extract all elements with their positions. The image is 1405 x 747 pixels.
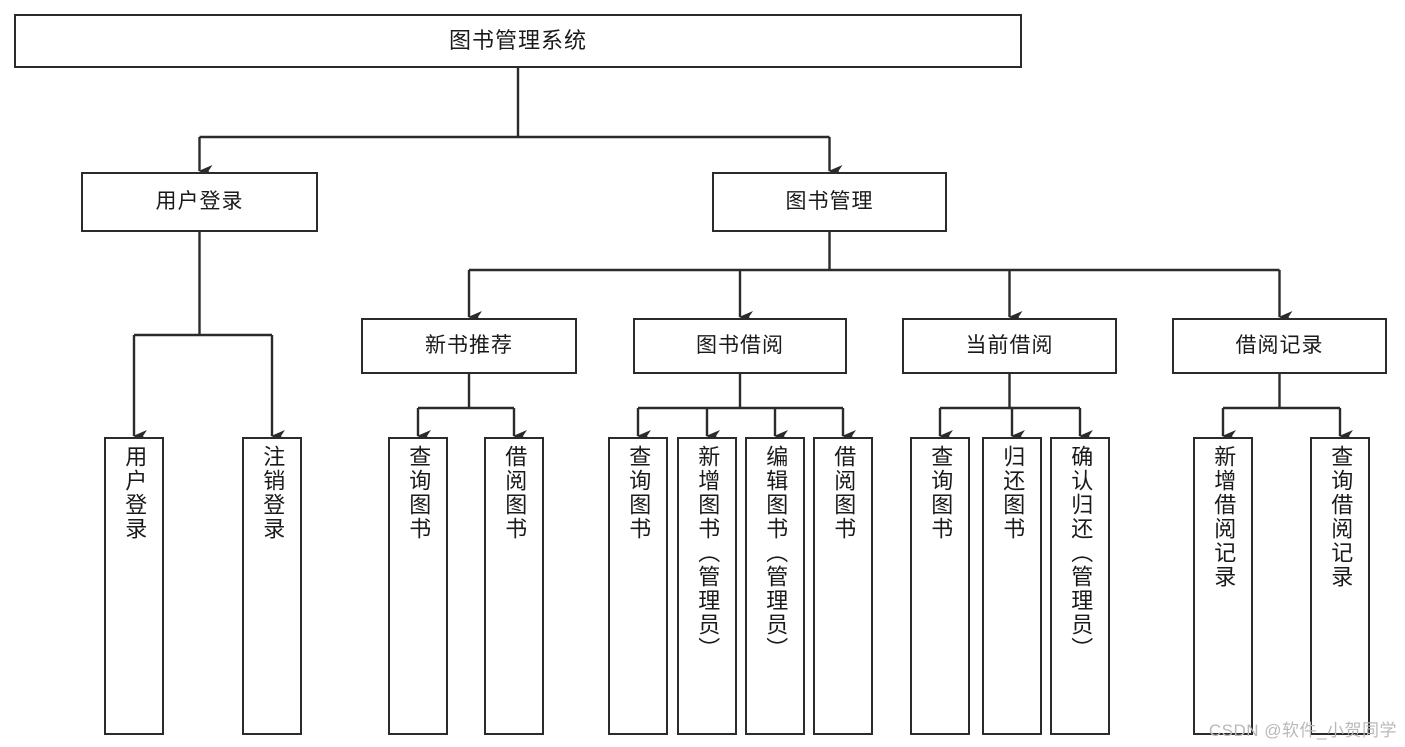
node-leaf_query_book_1[interactable]: 查询图书 (388, 437, 448, 735)
node-label-root: 图书管理系统 (448, 28, 587, 54)
node-label-current_borrow: 当前借阅 (965, 333, 1054, 357)
node-book_mgmt[interactable]: 图书管理 (712, 172, 947, 232)
node-label-leaf_add_book: 新增图书（管理员） (695, 445, 721, 661)
node-current_borrow[interactable]: 当前借阅 (902, 318, 1117, 374)
node-leaf_borrow_book_2[interactable]: 借阅图书 (813, 437, 873, 735)
node-leaf_borrow_book_1[interactable]: 借阅图书 (484, 437, 544, 735)
node-leaf_add_record[interactable]: 新增借阅记录 (1193, 437, 1253, 735)
node-label-leaf_borrow_book_2: 借阅图书 (831, 445, 857, 541)
node-leaf_logout[interactable]: 注销登录 (242, 437, 302, 735)
node-label-leaf_confirm_return: 确认归还（管理员） (1068, 445, 1094, 661)
node-root[interactable]: 图书管理系统 (14, 14, 1022, 68)
node-borrow_record[interactable]: 借阅记录 (1172, 318, 1387, 374)
node-label-leaf_return_book: 归还图书 (1000, 445, 1026, 541)
node-label-leaf_query_record: 查询借阅记录 (1328, 445, 1354, 589)
node-leaf_query_record[interactable]: 查询借阅记录 (1310, 437, 1370, 735)
node-leaf_user_login[interactable]: 用户登录 (104, 437, 164, 735)
node-leaf_edit_book[interactable]: 编辑图书（管理员） (745, 437, 805, 735)
node-label-new_book_rec: 新书推荐 (425, 333, 513, 357)
node-leaf_confirm_return[interactable]: 确认归还（管理员） (1050, 437, 1110, 735)
node-leaf_query_book_2[interactable]: 查询图书 (608, 437, 668, 735)
node-label-user_login: 用户登录 (155, 189, 244, 213)
node-leaf_query_book_3[interactable]: 查询图书 (910, 437, 970, 735)
node-leaf_return_book[interactable]: 归还图书 (982, 437, 1042, 735)
node-leaf_add_book[interactable]: 新增图书（管理员） (677, 437, 737, 735)
node-label-leaf_user_login: 用户登录 (122, 445, 148, 541)
node-label-leaf_add_record: 新增借阅记录 (1211, 445, 1237, 589)
node-label-leaf_query_book_3: 查询图书 (928, 445, 954, 541)
node-label-leaf_borrow_book_1: 借阅图书 (502, 445, 528, 541)
watermark: CSDN @软件_小贺同学 (1208, 721, 1397, 740)
node-label-leaf_query_book_1: 查询图书 (406, 445, 432, 541)
node-label-borrow_record: 借阅记录 (1235, 333, 1324, 357)
node-label-leaf_logout: 注销登录 (260, 445, 286, 541)
node-label-book_mgmt: 图书管理 (785, 189, 874, 213)
node-user_login[interactable]: 用户登录 (81, 172, 318, 232)
node-book_borrow[interactable]: 图书借阅 (633, 318, 847, 374)
node-label-book_borrow: 图书借阅 (696, 333, 784, 357)
node-label-leaf_edit_book: 编辑图书（管理员） (763, 445, 789, 661)
node-label-leaf_query_book_2: 查询图书 (626, 445, 652, 541)
node-new_book_rec[interactable]: 新书推荐 (361, 318, 577, 374)
